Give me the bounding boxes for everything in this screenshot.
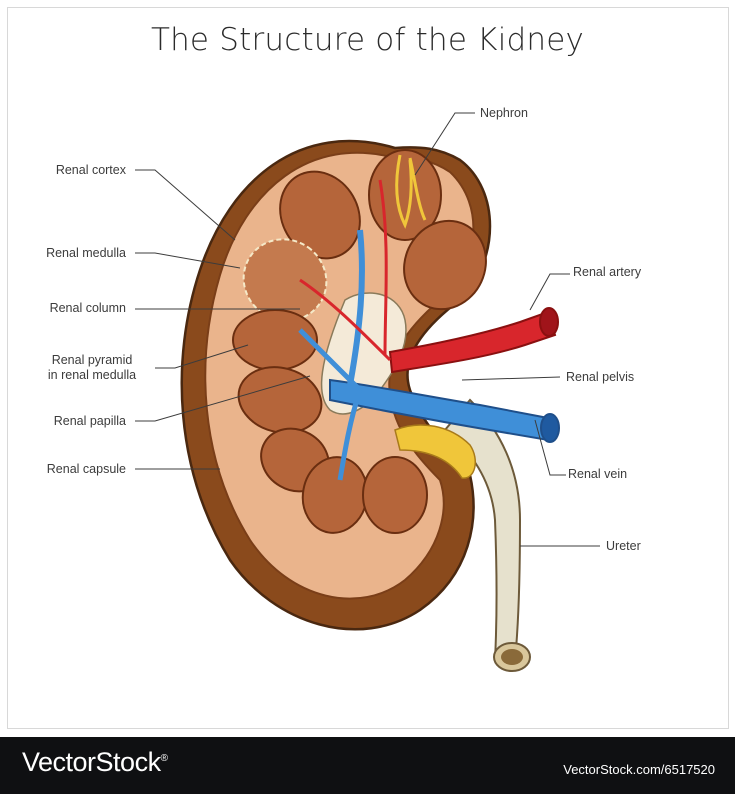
label-renal-medulla: Renal medulla — [46, 246, 126, 260]
diagram-title: The Structure of the Kidney — [150, 22, 585, 58]
brand-logo[interactable]: VectorStock® — [22, 747, 168, 778]
label-renal-papilla: Renal papilla — [53, 414, 126, 428]
ureter-tube — [443, 398, 531, 672]
image-url[interactable]: VectorStock.com/6517520 — [563, 762, 715, 777]
label-renal-artery: Renal artery — [573, 265, 642, 279]
renal-vein-shape — [298, 229, 560, 481]
label-renal-capsule: Renal capsule — [46, 462, 126, 476]
label-nephron: Nephron — [480, 106, 528, 120]
nephron-shape — [395, 154, 427, 229]
label-renal-vein: Renal vein — [568, 467, 628, 481]
kidney-diagram — [135, 112, 600, 672]
leader-lines — [135, 112, 600, 547]
registered-mark: ® — [160, 753, 168, 764]
renal-artery-shape — [299, 179, 559, 374]
fat-tissue — [394, 424, 477, 479]
label-renal-pyramid-line2: in renal medulla — [47, 368, 137, 382]
renal-pyramids — [232, 149, 487, 534]
label-renal-pyramid: Renal pyramid in renal medulla — [30, 353, 154, 383]
label-ureter: Ureter — [606, 539, 641, 553]
label-renal-column: Renal column — [49, 301, 126, 315]
label-renal-cortex: Renal cortex — [55, 163, 126, 177]
label-renal-pelvis: Renal pelvis — [566, 370, 635, 384]
brand-name: VectorStock — [22, 747, 161, 777]
label-renal-pyramid-line1: Renal pyramid — [51, 353, 133, 367]
footer-bar: VectorStock® VectorStock.com/6517520 — [0, 737, 735, 794]
